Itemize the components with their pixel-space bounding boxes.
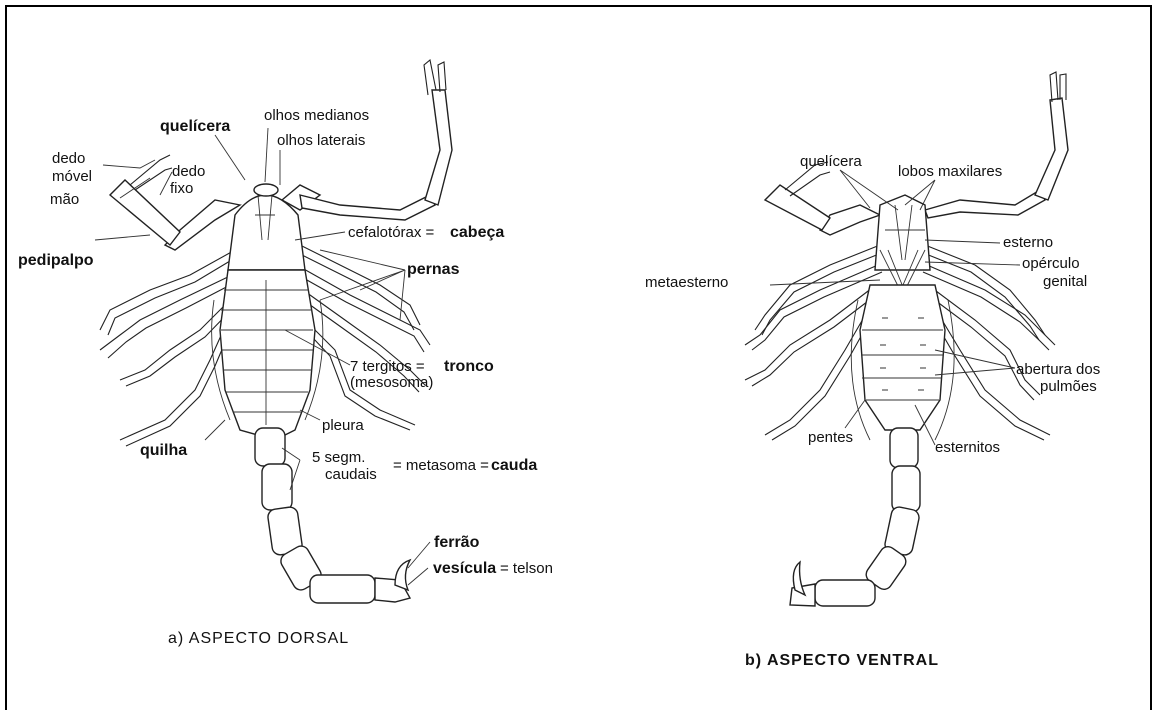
label-operculo-2: genital <box>1043 273 1087 290</box>
label-olhos-laterais: olhos laterais <box>277 132 365 149</box>
label-cauda: cauda <box>491 457 537 474</box>
ventral-mesosoma <box>860 285 945 430</box>
label-pernas: pernas <box>407 261 460 278</box>
label-esternitos: esternitos <box>935 439 1000 456</box>
label-abertura-1: abertura dos <box>1016 361 1100 378</box>
label-tergitos: 7 tergitos = <box>350 358 425 375</box>
label-pedipalpo: pedipalpo <box>18 252 94 269</box>
ventral-tail <box>790 428 920 606</box>
ventral-scorpion <box>745 72 1068 606</box>
label-abertura-2: pulmões <box>1040 378 1097 395</box>
label-lobos-maxilares: lobos maxilares <box>898 163 1002 180</box>
label-dedo-movel-1: dedo <box>52 150 85 167</box>
label-cabeca: cabeça <box>450 224 504 241</box>
label-mao: mão <box>50 191 79 208</box>
label-vesicula: vesícula <box>433 560 496 577</box>
label-pleura: pleura <box>322 417 364 434</box>
caption-dorsal: a) ASPECTO DORSAL <box>168 630 349 647</box>
label-dedo-fixo-2: fixo <box>170 180 193 197</box>
label-mesosoma: (mesosoma) <box>350 374 433 391</box>
label-metasoma: = metasoma = <box>393 457 489 474</box>
label-quilha: quilha <box>140 442 187 459</box>
dorsal-scorpion <box>95 60 452 603</box>
label-operculo-1: opérculo <box>1022 255 1080 272</box>
label-olhos-medianos: olhos medianos <box>264 107 369 124</box>
label-telson: = telson <box>500 560 553 577</box>
label-segm-2: caudais <box>325 466 377 483</box>
label-dedo-fixo-1: dedo <box>172 163 205 180</box>
label-esterno: esterno <box>1003 234 1053 251</box>
dorsal-mesosoma <box>220 270 315 440</box>
label-quelicera-dorsal: quelícera <box>160 118 230 135</box>
caption-ventral: b) ASPECTO VENTRAL <box>745 652 939 669</box>
label-pentes: pentes <box>808 429 853 446</box>
label-metaesterno: metaesterno <box>645 274 728 291</box>
label-cefalotorax: cefalotórax = <box>348 224 435 241</box>
label-segm-1: 5 segm. <box>312 449 365 466</box>
label-dedo-movel-2: móvel <box>52 168 92 185</box>
label-ferrao: ferrão <box>434 534 480 551</box>
label-quelicera-ventral: quelícera <box>800 153 862 170</box>
label-tronco: tronco <box>444 358 494 375</box>
